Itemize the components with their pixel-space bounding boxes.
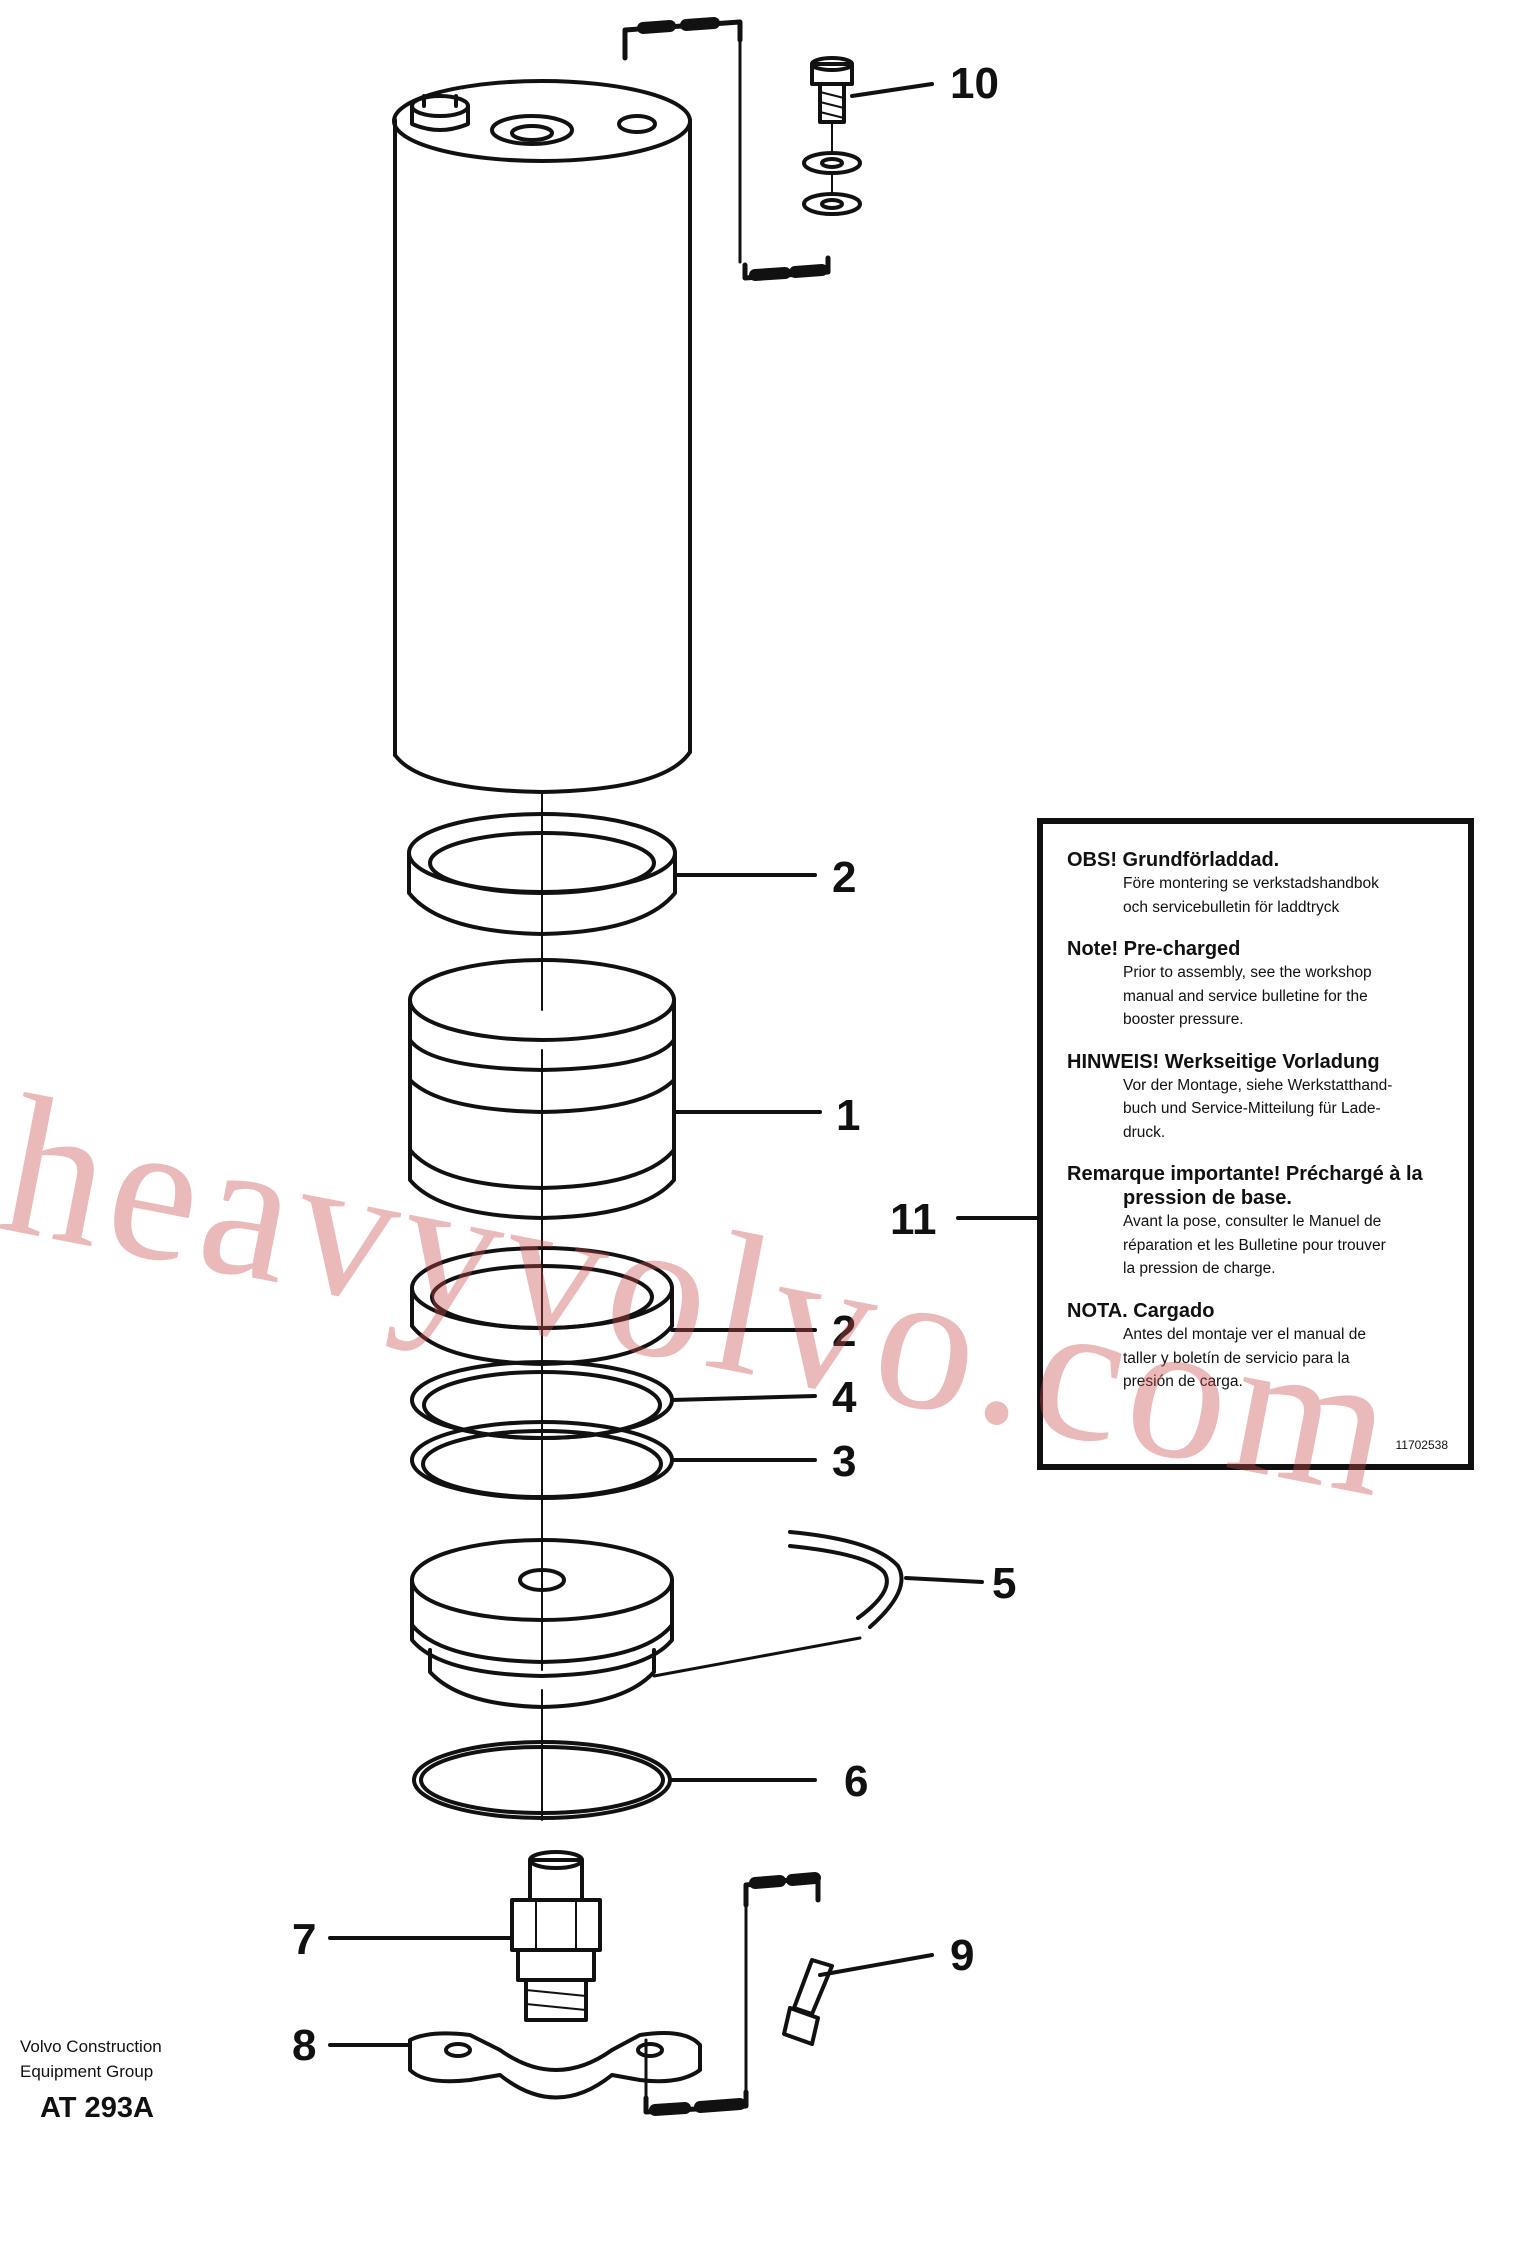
ring-part-2-upper (407, 812, 817, 936)
note-english-line: booster pressure. (1123, 1011, 1244, 1029)
note-swedish-heading: OBS! Grundförladdad. (1067, 849, 1280, 871)
callout-11: 11 (890, 1195, 937, 1244)
note-french-heading: Remarque importante! Préchargé à la (1067, 1163, 1423, 1186)
callout-6: 6 (844, 1757, 869, 1806)
note-german-heading: HINWEIS! Werkseitige Vorladung (1067, 1050, 1380, 1073)
break-mark-top (622, 17, 831, 281)
clamp-part-8 (328, 2031, 702, 2100)
note-english-heading: Note! Pre-charged (1067, 938, 1241, 961)
o-ring-part-3 (410, 1420, 817, 1500)
end-cap (410, 1538, 862, 1709)
fitting-part-7 (328, 1850, 602, 2022)
manufacturer-line-1: Volvo Construction (20, 2037, 162, 2056)
note-french-line: réparation et les Bulletine pour trouver (1123, 1236, 1386, 1254)
note-french-line: la pression de charge. (1123, 1260, 1276, 1278)
note-german-line: druck. (1123, 1123, 1166, 1141)
callout-2-upper: 2 (832, 853, 857, 902)
piston-part-1 (408, 958, 822, 1220)
callout-3: 3 (832, 1437, 857, 1486)
note-english-line: Prior to assembly, see the workshop (1123, 964, 1372, 982)
note-french-line: Avant la pose, consulter le Manuel de (1123, 1213, 1382, 1231)
callout-9: 9 (950, 1931, 975, 1980)
screw-part-9 (782, 1953, 934, 2046)
tube-part-5 (788, 1530, 984, 1629)
break-mark-bottom (643, 1872, 821, 2116)
note-spanish-line: presión de carga. (1123, 1373, 1243, 1391)
ring-part-2-lower (410, 1246, 817, 1366)
note-part-code: 11702538 (1395, 1438, 1449, 1452)
callout-10: 10 (950, 59, 999, 108)
note-swedish-line: Före montering se verkstadshandbok (1123, 875, 1379, 892)
note-english-line: manual and service bulletine for the (1123, 987, 1368, 1005)
callout-2-lower: 2 (832, 1307, 857, 1356)
manufacturer-line-2: Equipment Group (20, 2061, 154, 2081)
manufacturer-label: Volvo Construction Equipment Group (20, 2035, 162, 2084)
note-french-heading-cont: pression de base. (1123, 1187, 1292, 1210)
callout-5: 5 (992, 1559, 1017, 1608)
accumulator-cylinder (392, 79, 692, 794)
drawing-code: AT 293A (40, 2092, 154, 2124)
backup-ring-part-4 (410, 1360, 817, 1440)
bolt-part-10 (802, 56, 934, 216)
callout-7: 7 (292, 1915, 317, 1964)
note-german-line: buch und Service-Mitteilung für Lade- (1123, 1100, 1381, 1118)
precharge-note-box: OBS! Grundförladdad. Före montering se v… (1037, 818, 1474, 1470)
note-spanish-line: Antes del montaje ver el manual de (1123, 1326, 1366, 1344)
note-swedish-line: och servicebulletin för laddtryck (1123, 898, 1340, 916)
o-ring-part-6 (412, 1740, 817, 1820)
note-spanish-heading: NOTA. Cargado (1067, 1300, 1215, 1323)
callout-4: 4 (832, 1373, 857, 1422)
callout-1: 1 (836, 1091, 861, 1140)
note-german-line: Vor der Montage, siehe Werkstatthand- (1123, 1076, 1393, 1094)
note-spanish-line: taller y boletín de servicio para la (1123, 1349, 1350, 1367)
callout-8: 8 (292, 2021, 317, 2070)
